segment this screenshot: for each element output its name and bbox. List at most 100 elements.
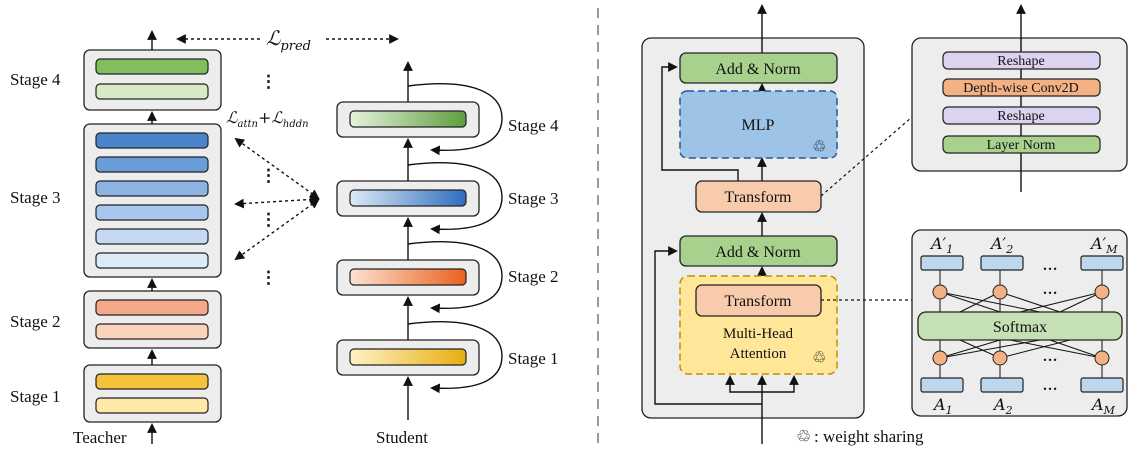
distill-arrow — [234, 137, 320, 200]
block-detail: Add & Norm MLP ♲ Transform Add & Norm Tr… — [641, 4, 865, 444]
teacher-stage4-block — [95, 58, 209, 75]
teacher-stage4-block — [95, 83, 209, 100]
softmax-label: Softmax — [993, 319, 1047, 336]
attention-map-label: A1 — [932, 395, 953, 417]
recurrence-loop — [407, 241, 503, 314]
add-norm-box — [679, 52, 838, 84]
attention-map-box — [920, 377, 964, 393]
loss-pred-symbol: ℒpred — [266, 26, 311, 54]
weight-sharing-icon: ♲ — [812, 348, 826, 367]
teacher-stage3-block — [95, 204, 209, 221]
softmax-box — [917, 311, 1123, 341]
dwconv-label: Depth-wise Conv2D — [963, 81, 1079, 96]
link-line — [1049, 339, 1103, 359]
add-norm-label: Add & Norm — [715, 61, 801, 78]
node — [932, 284, 948, 300]
teacher-stage2-block — [95, 299, 209, 316]
teacher-stage1-block — [95, 397, 209, 414]
ellipsis: … — [1043, 282, 1058, 298]
teacher-model: Stage 4 Stage 3 Stage 2 Stage 1 Teacher — [10, 30, 222, 447]
residual-arrow — [661, 62, 739, 181]
student-stage4-label: Stage 4 — [508, 116, 559, 135]
link-line — [1009, 339, 1103, 359]
node — [992, 350, 1008, 366]
link-line — [939, 339, 1001, 359]
teacher-stage1-block — [95, 373, 209, 390]
teacher-stage2-label: Stage 2 — [10, 312, 61, 331]
teacher-stage4-label: Stage 4 — [10, 70, 61, 89]
student-stage1-block — [349, 348, 467, 366]
student-stage2-label: Stage 2 — [508, 267, 559, 286]
ellipsis: ⋮ — [260, 268, 277, 287]
teacher-stage3-block — [95, 252, 209, 269]
distill-arrow — [234, 194, 320, 209]
teacher-stage3-block — [95, 180, 209, 197]
add-norm-box — [679, 235, 838, 267]
loss-pred: ℒpred — [176, 26, 399, 54]
add-norm-label: Add & Norm — [715, 244, 801, 261]
teacher-stage3-block — [95, 228, 209, 245]
distill-arrow — [234, 198, 320, 261]
attention-map-box — [980, 377, 1024, 393]
transform-detail: Reshape Depth-wise Conv2D Reshape Layer … — [911, 4, 1128, 192]
layernorm-label: Layer Norm — [987, 138, 1056, 153]
residual-arrow — [654, 246, 762, 405]
student-stage3-label: Stage 3 — [508, 189, 559, 208]
legend-text: : weight sharing — [814, 427, 924, 446]
student-label: Student — [376, 428, 428, 447]
mlp-label: MLP — [742, 117, 775, 134]
teacher-stage3-block — [95, 132, 209, 149]
mlp-box — [679, 90, 838, 159]
teacher-stage3-block — [95, 156, 209, 173]
student-stage1-label: Stage 1 — [508, 349, 559, 368]
link-line — [939, 291, 1041, 313]
transform-label: Transform — [725, 189, 793, 206]
layernorm-box — [942, 135, 1101, 154]
student-stage4-block — [349, 110, 467, 128]
flow-arrow — [725, 375, 762, 393]
attention-map-label: A′2 — [989, 234, 1013, 256]
node — [992, 284, 1008, 300]
ellipsis: ⋮ — [260, 72, 277, 91]
flow-arrow — [762, 375, 799, 393]
recurrence-loop — [407, 83, 503, 156]
attention-map-box — [980, 255, 1024, 271]
zoom-connector — [820, 116, 913, 197]
teacher-stage2-block — [95, 323, 209, 340]
attention-transform-detail: A′1 A′2 A′M … … Softmax … … A1 A2 AM — [911, 229, 1128, 417]
teacher-stage1-label: Stage 1 — [10, 387, 61, 406]
attention-map-label: A′1 — [929, 234, 953, 256]
student-model: Stage 4 Stage 3 Stage 2 Stage 1 Student — [336, 61, 559, 447]
weight-sharing-icon: ♲ — [796, 427, 811, 447]
attention-map-label: AM — [1090, 395, 1116, 417]
mha-transform-label: Transform — [725, 293, 793, 310]
loss-attn-hddn: ℒattn+ℒhddn — [226, 108, 309, 130]
ellipsis: … — [1043, 258, 1058, 274]
node — [932, 350, 948, 366]
transform-box — [695, 180, 822, 213]
dwconv-box — [942, 78, 1101, 97]
link-line — [1059, 291, 1103, 313]
link-line — [1019, 291, 1103, 313]
weight-sharing-icon: ♲ — [812, 137, 826, 156]
link-line — [939, 291, 1001, 313]
ellipsis: … — [1043, 378, 1058, 394]
link-line — [999, 291, 1061, 313]
teacher-label: Teacher — [73, 428, 127, 447]
reshape-box — [942, 51, 1101, 70]
ellipsis: ⋮ — [260, 166, 277, 185]
reshape-label: Reshape — [997, 109, 1044, 124]
node — [1094, 284, 1110, 300]
teacher-stage3-label: Stage 3 — [10, 188, 61, 207]
attention-map-label: A′M — [1089, 234, 1118, 256]
attention-map-label: A2 — [992, 395, 1013, 417]
student-stage3-block — [349, 189, 467, 207]
attention-map-box — [1080, 377, 1124, 393]
reshape-box — [942, 106, 1101, 125]
student-stage2-block — [349, 268, 467, 286]
mha-label-line1: Multi-Head — [723, 326, 793, 342]
legend: ♲ : weight sharing — [796, 427, 924, 447]
ellipsis: ⋮ — [260, 210, 277, 229]
recurrence-loop — [407, 162, 503, 235]
